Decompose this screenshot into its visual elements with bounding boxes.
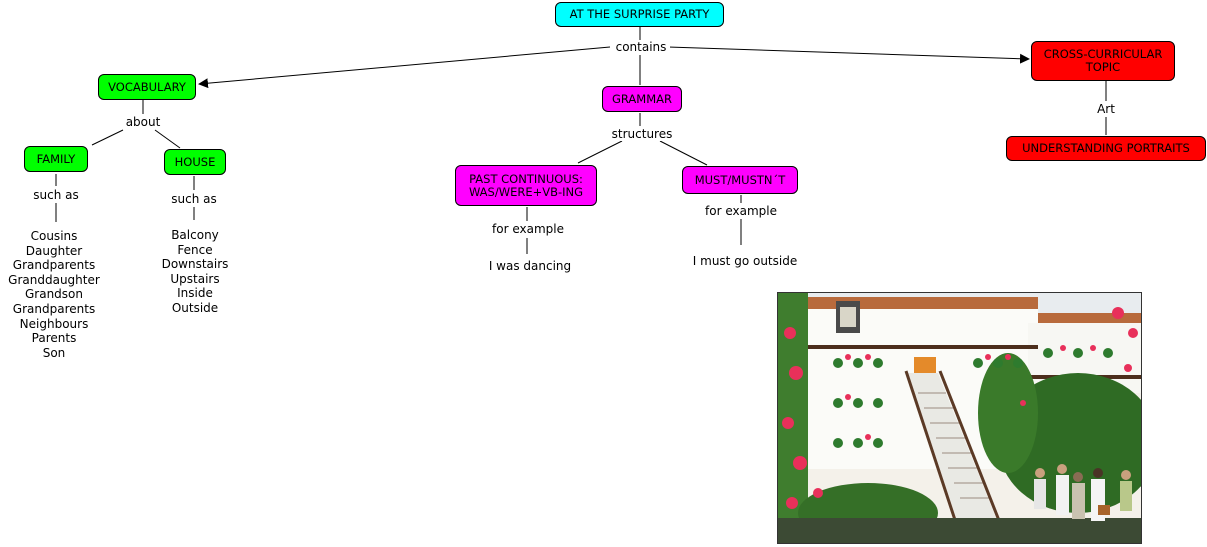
- house-word: Inside: [177, 286, 213, 301]
- family-word: Grandparents: [12, 301, 96, 316]
- family-word: Grandparents: [12, 258, 96, 273]
- link-label-about: about: [122, 115, 164, 129]
- node-at-the-surprise-party[interactable]: AT THE SURPRISE PARTY: [555, 2, 724, 27]
- link-label-must-for-example: for example: [700, 204, 782, 218]
- courtyard-patio-photo: [777, 292, 1142, 544]
- link-label-contains: contains: [612, 40, 670, 54]
- link-label-structures: structures: [608, 127, 676, 141]
- house-word: Fence: [177, 242, 213, 257]
- family-word: Daughter: [25, 243, 83, 258]
- node-cross-curricular-topic[interactable]: CROSS-CURRICULAR TOPIC: [1031, 41, 1175, 81]
- node-grammar[interactable]: GRAMMAR: [602, 86, 682, 112]
- node-house[interactable]: HOUSE: [164, 149, 226, 175]
- family-word: Grandson: [24, 287, 83, 302]
- node-understanding-portraits[interactable]: UNDERSTANDING PORTRAITS: [1006, 136, 1206, 161]
- family-word: Cousins: [30, 229, 78, 243]
- node-vocabulary[interactable]: VOCABULARY: [98, 74, 196, 100]
- example-i-was-dancing: I was dancing: [478, 259, 582, 273]
- family-word: Granddaughter: [8, 272, 100, 287]
- family-word: Parents: [31, 331, 77, 346]
- house-word: Upstairs: [170, 271, 220, 286]
- house-word: Balcony: [171, 228, 219, 242]
- family-word-list: Cousins Daughter Grandparents Granddaugh…: [4, 229, 104, 360]
- example-i-must-go-outside: I must go outside: [685, 254, 805, 268]
- link-label-past-for-example: for example: [487, 222, 569, 236]
- family-word: Neighbours: [19, 316, 89, 331]
- node-past-continuous[interactable]: PAST CONTINUOUS: WAS/WERE+VB-ING: [455, 165, 597, 206]
- node-family[interactable]: FAMILY: [24, 146, 88, 172]
- link-label-art: Art: [1092, 102, 1120, 116]
- family-word: Son: [42, 345, 66, 360]
- node-must-mustnt[interactable]: MUST/MUSTN´T: [682, 166, 798, 194]
- house-word: Outside: [171, 300, 219, 315]
- house-word: Downstairs: [161, 257, 229, 272]
- link-label-family-such-as: such as: [28, 188, 84, 202]
- link-label-house-such-as: such as: [166, 192, 222, 206]
- house-word-list: Balcony Fence Downstairs Upstairs Inside…: [154, 228, 236, 316]
